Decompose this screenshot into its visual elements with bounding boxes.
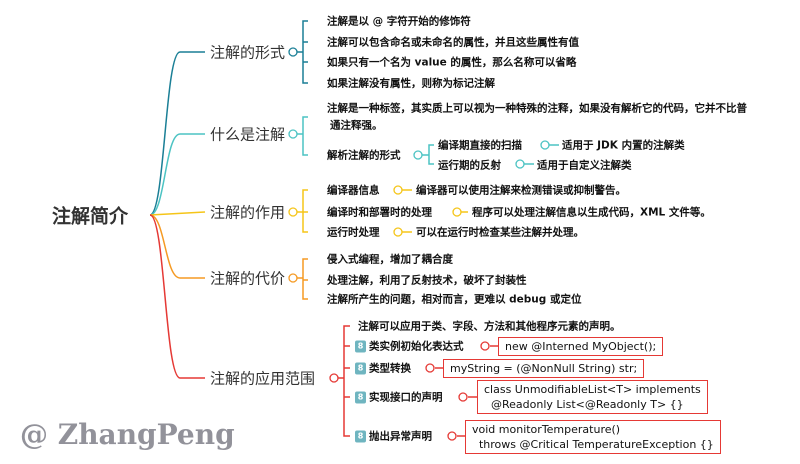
code-line: void monitorTemperature()	[472, 423, 621, 436]
leaf[interactable]: 运行时处理	[327, 226, 380, 239]
root-topic[interactable]: 注解简介	[52, 205, 129, 228]
leaf[interactable]: 注解是以 @ 字符开始的修饰符	[327, 15, 471, 28]
priority-badge-icon: 8	[355, 430, 366, 443]
leaf-label: 实现接口的声明	[369, 391, 443, 404]
leaf-label: 类型转换	[369, 362, 411, 375]
branch-annotation-cost[interactable]: 注解的代价	[210, 269, 286, 288]
leaf[interactable]: 注解是一种标签，其实质上可以视为一种特殊的注释，如果没有解析它的代码，它并不比普	[327, 102, 747, 115]
leaf[interactable]: 可以在运行时检查某些注解并处理。	[416, 226, 584, 239]
leaf[interactable]: 处理注解，利用了反射技术，破坏了封装性	[327, 274, 527, 287]
leaf[interactable]: 运行期的反射	[438, 159, 501, 172]
code-line: myString = (@NonNull String) str;	[450, 362, 638, 375]
priority-badge-icon: 8	[355, 340, 366, 353]
leaf[interactable]: 注解可以包含命名或未命名的属性，并且这些属性有值	[327, 36, 579, 49]
branch-annotation-scope[interactable]: 注解的应用范围	[210, 369, 316, 388]
code-line: @Readonly List<@Readonly T> {}	[484, 398, 684, 411]
leaf-parse-form[interactable]: 解析注解的形式	[327, 149, 401, 162]
leaf-label: 类实例初始化表达式	[369, 340, 464, 353]
watermark: @ ZhangPeng	[20, 418, 235, 451]
leaf[interactable]: 编译器可以使用注解来检测错误或抑制警告。	[416, 184, 626, 197]
priority-badge-icon: 8	[355, 362, 366, 375]
code-line: throws @Critical TemperatureException {}	[472, 438, 714, 451]
code-box[interactable]: new @Interned MyObject();	[498, 337, 664, 356]
leaf[interactable]: 侵入式编程，增加了耦合度	[327, 253, 453, 266]
code-box[interactable]: myString = (@NonNull String) str;	[443, 359, 645, 378]
leaf[interactable]: 注解可以应用于类、字段、方法和其他程序元素的声明。	[358, 320, 621, 333]
leaf[interactable]: 适用于自定义注解类	[537, 159, 632, 172]
leaf[interactable]: 编译期直接的扫描	[438, 139, 522, 152]
branch-what-is-annotation[interactable]: 什么是注解	[210, 125, 286, 144]
branch-annotation-form[interactable]: 注解的形式	[210, 43, 286, 62]
branch-annotation-use[interactable]: 注解的作用	[210, 203, 286, 222]
leaf[interactable]: 注解所产生的问题，相对而言，更难以 debug 或定位	[327, 293, 582, 306]
leaf[interactable]: 通注释强。	[330, 119, 383, 132]
code-box[interactable]: void monitorTemperature() throws @Critic…	[465, 420, 721, 454]
leaf[interactable]: 编译器信息	[327, 184, 380, 197]
leaf[interactable]: 程序可以处理注解信息以生成代码，XML 文件等。	[472, 206, 711, 219]
leaf[interactable]: 如果注解没有属性，则称为标记注解	[327, 77, 495, 90]
leaf[interactable]: 编译时和部署时的处理	[327, 206, 432, 219]
code-line: class UnmodifiableList<T> implements	[484, 383, 701, 396]
code-box[interactable]: class UnmodifiableList<T> implements @Re…	[477, 380, 708, 414]
leaf-label: 抛出异常声明	[369, 430, 432, 443]
leaf[interactable]: 如果只有一个名为 value 的属性，那么名称可以省略	[327, 56, 577, 69]
leaf[interactable]: 适用于 JDK 内置的注解类	[562, 139, 685, 152]
code-line: new @Interned MyObject();	[505, 340, 657, 353]
priority-badge-icon: 8	[355, 391, 366, 404]
